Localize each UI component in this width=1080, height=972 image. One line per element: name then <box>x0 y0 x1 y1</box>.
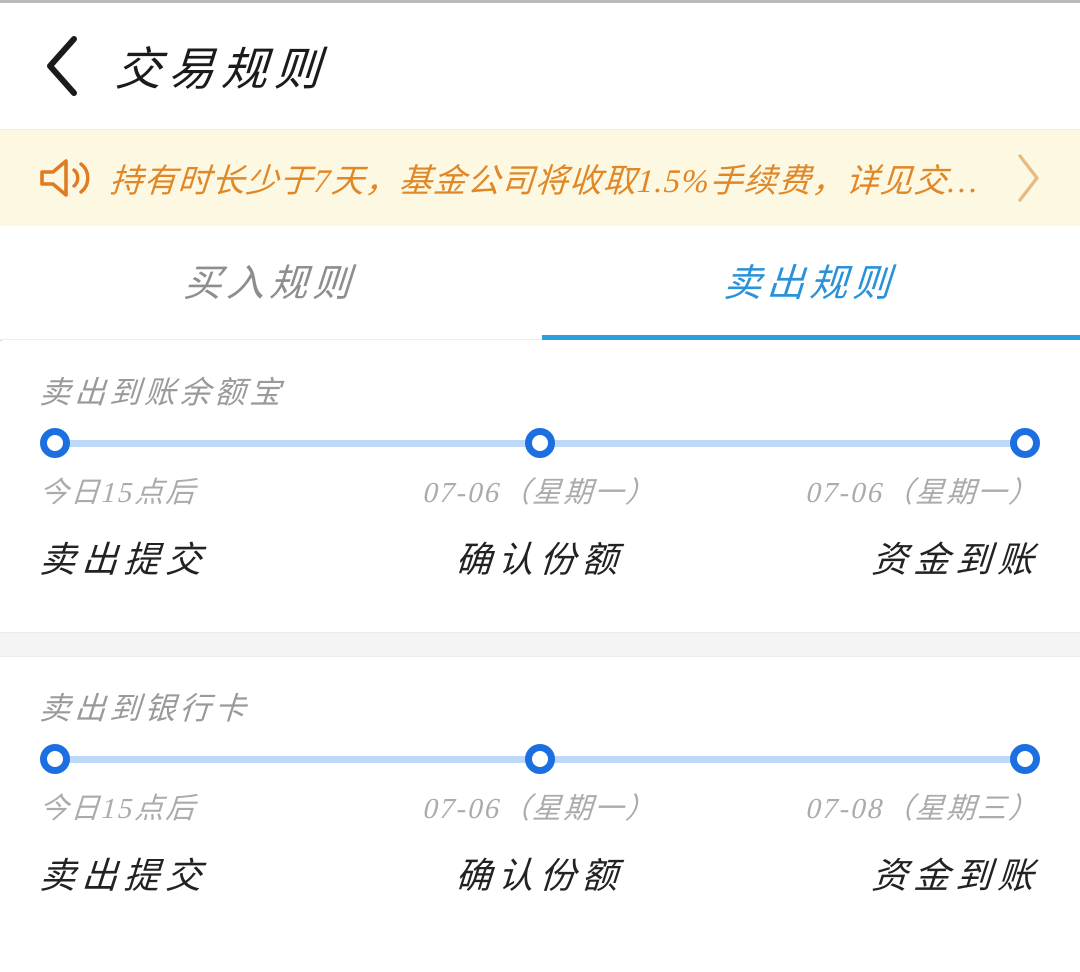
step-date: 07-06（星期一） <box>422 477 658 509</box>
notice-text: 持有时长少于7天，基金公司将收取1.5%手续费，详见交… <box>108 164 980 200</box>
tab-buy-rules[interactable]: 买入规则 <box>0 226 540 339</box>
step-date: 07-06（星期一） <box>422 793 658 825</box>
timeline-step: 07-06（星期一） 资金到账 <box>720 469 1080 583</box>
timeline-step: 今日15点后 卖出提交 <box>0 785 360 899</box>
step-date: 今日15点后 <box>38 793 198 825</box>
step-date: 今日15点后 <box>38 477 198 509</box>
screen-top-edge <box>0 0 1080 3</box>
tab-buy-rules-underline <box>2 335 540 340</box>
tab-bar: 买入规则 卖出规则 <box>0 226 1080 340</box>
timeline-step: 07-06（星期一） 确认份额 <box>360 785 720 899</box>
back-button[interactable] <box>20 3 104 130</box>
section-divider <box>0 632 1080 657</box>
timeline-node-2[interactable] <box>525 744 555 774</box>
section-sell-to-bank-card: 卖出到银行卡 今日15点后 卖出提交 07-06（星期一） 确认份额 07-08… <box>0 657 1080 972</box>
chevron-right-icon[interactable] <box>1000 152 1056 204</box>
step-date: 07-06（星期一） <box>805 477 1041 509</box>
speaker-icon <box>36 155 94 201</box>
timeline-node-2[interactable] <box>525 428 555 458</box>
timeline-steps: 今日15点后 卖出提交 07-06（星期一） 确认份额 07-08（星期三） 资… <box>0 785 1080 899</box>
section-sell-to-balance: 卖出到账余额宝 今日15点后 卖出提交 07-06（星期一） 确认份额 07-0… <box>0 341 1080 632</box>
section-title: 卖出到银行卡 <box>38 691 252 726</box>
tab-sell-rules-label: 卖出规则 <box>722 263 898 305</box>
timeline-node-3[interactable] <box>1010 744 1040 774</box>
section-title: 卖出到账余额宝 <box>38 375 287 410</box>
timeline-step: 07-08（星期三） 资金到账 <box>720 785 1080 899</box>
page-title: 交易规则 <box>113 44 330 95</box>
step-name: 卖出提交 <box>38 856 210 896</box>
chevron-left-icon <box>42 34 82 98</box>
timeline-node-1[interactable] <box>40 744 70 774</box>
navigation-bar: 交易规则 <box>0 3 1080 130</box>
timeline-step: 07-06（星期一） 确认份额 <box>360 469 720 583</box>
step-name: 确认份额 <box>454 540 626 580</box>
tab-buy-rules-label: 买入规则 <box>182 263 358 305</box>
timeline-progress <box>40 742 1040 776</box>
tab-sell-rules[interactable]: 卖出规则 <box>540 226 1080 340</box>
timeline-steps: 今日15点后 卖出提交 07-06（星期一） 确认份额 07-06（星期一） 资… <box>0 469 1080 583</box>
timeline-node-3[interactable] <box>1010 428 1040 458</box>
step-name: 资金到账 <box>870 540 1042 580</box>
timeline-step: 今日15点后 卖出提交 <box>0 469 360 583</box>
step-date: 07-08（星期三） <box>805 793 1041 825</box>
tab-sell-rules-underline <box>542 335 1080 340</box>
timeline-progress <box>40 426 1040 460</box>
step-name: 资金到账 <box>870 856 1042 896</box>
step-name: 确认份额 <box>454 856 626 896</box>
notice-banner[interactable]: 持有时长少于7天，基金公司将收取1.5%手续费，详见交… <box>0 130 1080 226</box>
timeline-node-1[interactable] <box>40 428 70 458</box>
step-name: 卖出提交 <box>38 540 210 580</box>
